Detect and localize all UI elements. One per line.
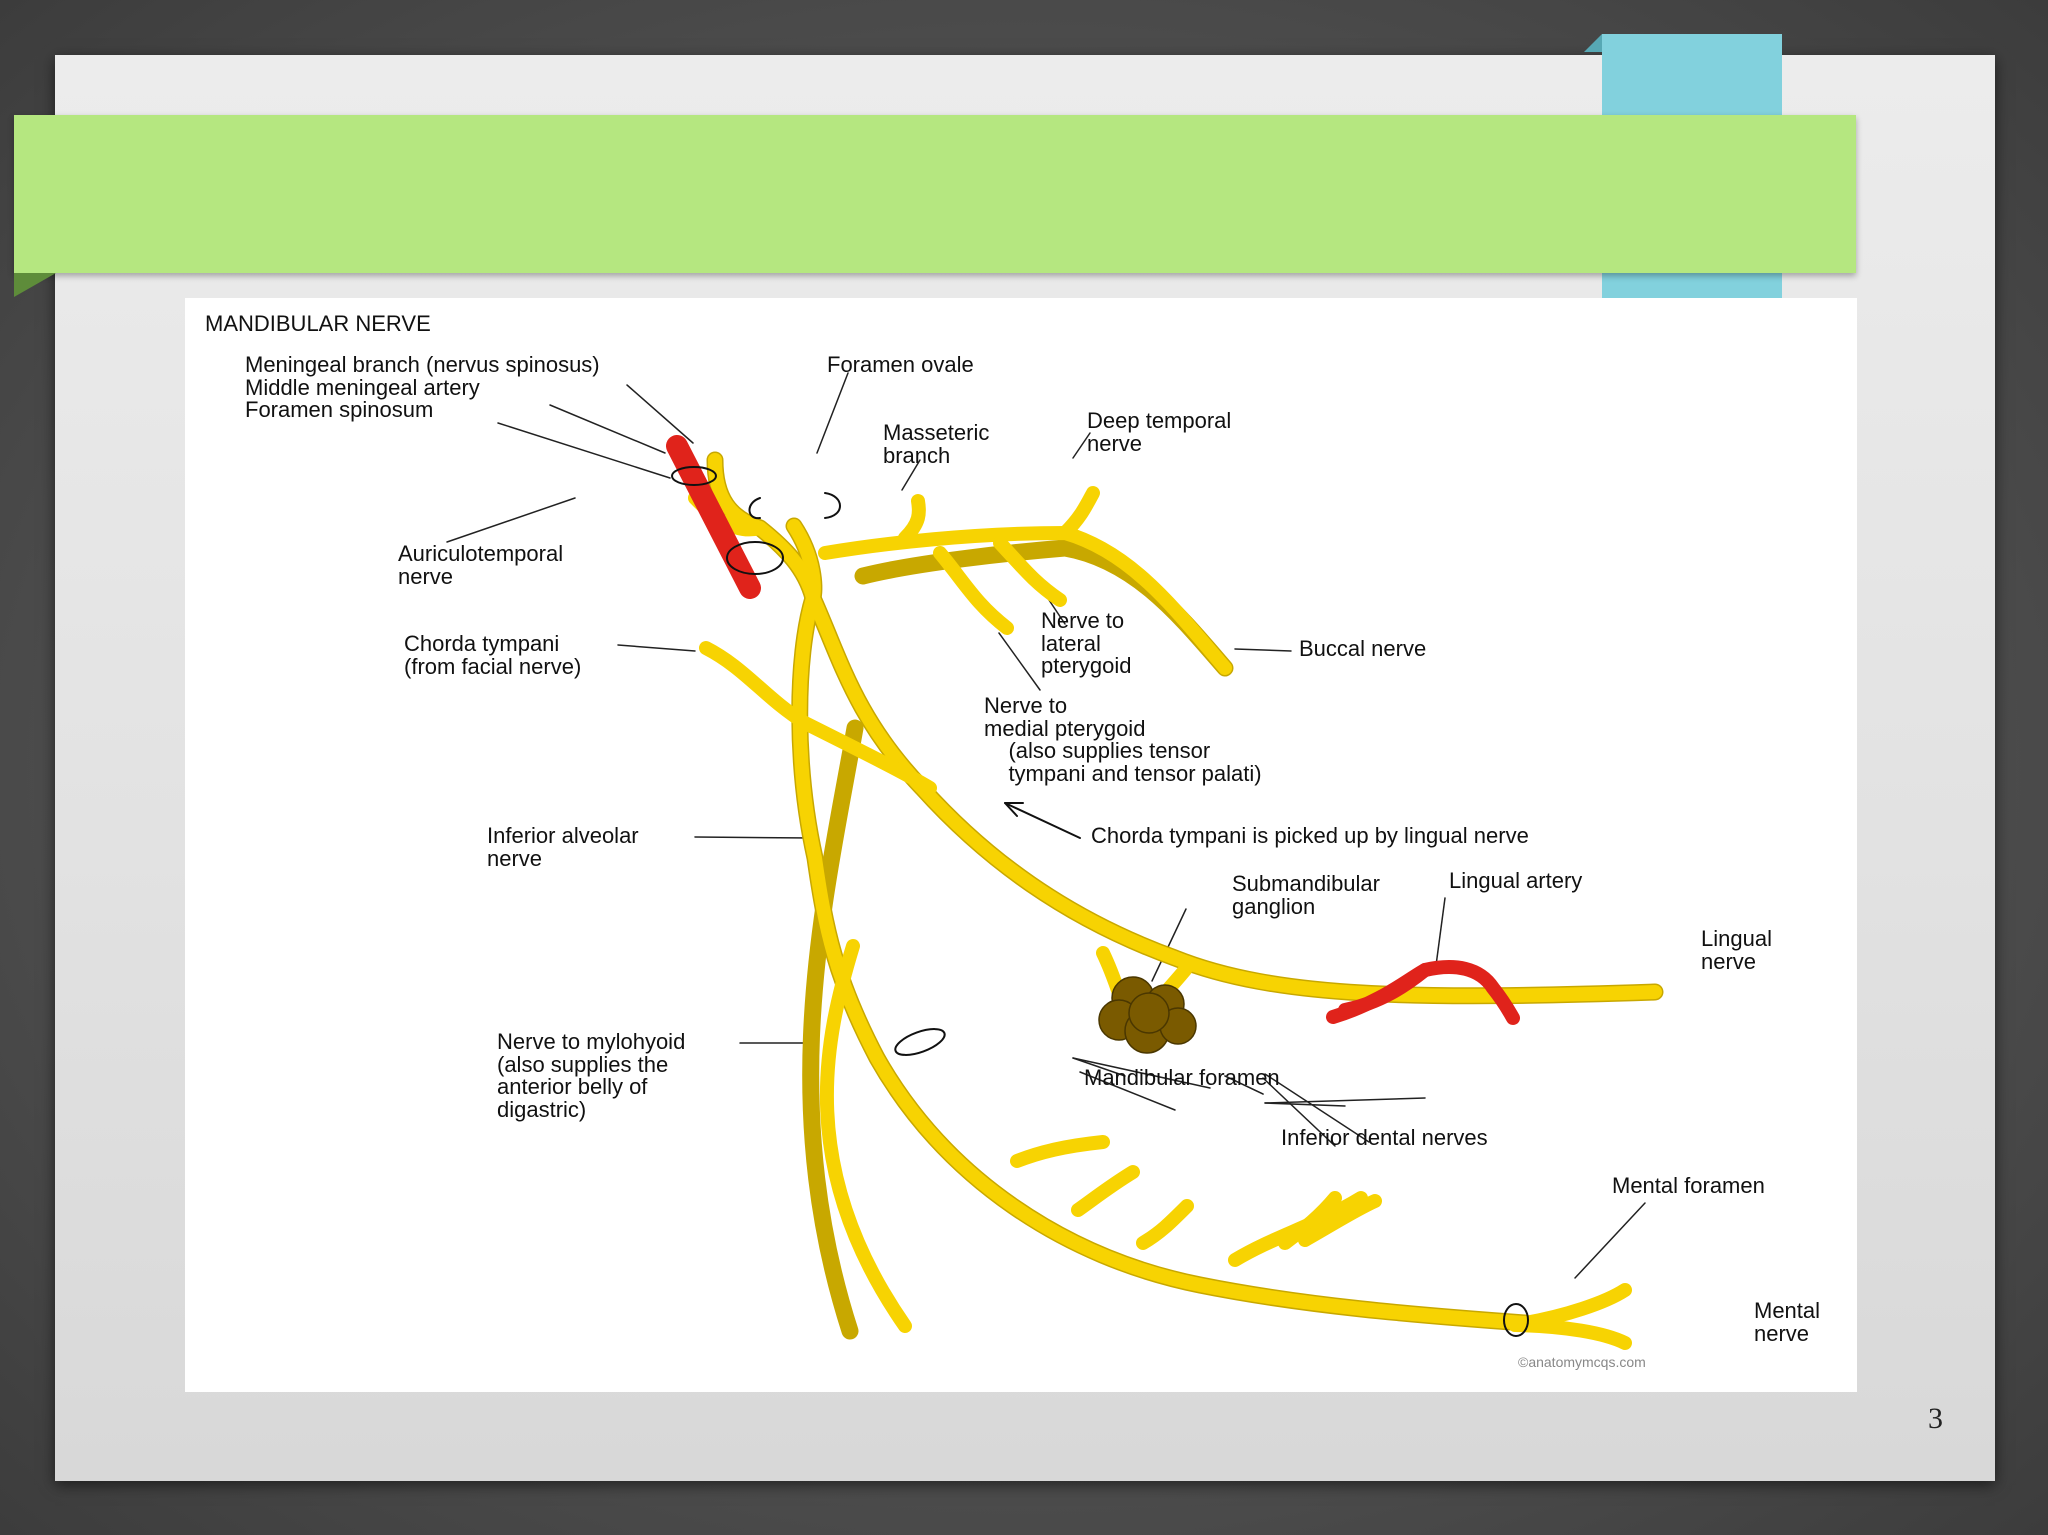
label-mandibular-foramen: Mandibular foramen (1084, 1065, 1280, 1090)
middle-meningeal-artery (666, 435, 761, 599)
label-nerve-to-lateral-pterygoid: Nerve to lateral pterygoid (1041, 608, 1132, 678)
label-meningeal-branch: Meningeal branch (nervus spinosus) (245, 352, 600, 377)
mandibular-nerve-diagram: MANDIBULAR NERVE Meningeal branch (nervu… (185, 298, 1857, 1392)
auriculotemporal-loop (726, 541, 784, 575)
foramen-spinosum (671, 466, 717, 486)
slide-title-band (14, 115, 1856, 273)
image-credit: ©anatomymcqs.com (1518, 1354, 1646, 1370)
label-lingual-artery: Lingual artery (1449, 868, 1583, 893)
label-foramen-spinosum: Foramen spinosum (245, 397, 434, 422)
mental-foramen (1503, 1303, 1529, 1337)
label-buccal-nerve: Buccal nerve (1299, 636, 1427, 661)
page-number: 3 (1928, 1402, 1943, 1435)
label-foramen-ovale: Foramen ovale (827, 352, 974, 377)
label-chorda-picked-up: Chorda tympani is picked up by lingual n… (1091, 823, 1529, 848)
label-middle-meningeal-artery: Middle meningeal artery (245, 375, 480, 400)
label-inferior-alveolar-nerve: Inferior alveolar nerve (487, 823, 639, 871)
label-inferior-dental-nerves: Inferior dental nerves (1281, 1125, 1488, 1150)
label-deep-temporal-nerve: Deep temporal nerve (1087, 408, 1232, 456)
accent-fold (1584, 34, 1602, 52)
submandibular-ganglion (1098, 976, 1197, 1054)
foramen-ovale-left (748, 497, 761, 520)
label-nerve-to-medial-pterygoid: Nerve to medial pterygoid (also supplies… (984, 693, 1262, 786)
label-auriculotemporal-nerve: Auriculotemporal nerve (398, 541, 564, 589)
figure-title: MANDIBULAR NERVE (205, 311, 431, 336)
label-submandibular-ganglion: Submandibular ganglion (1232, 871, 1380, 919)
nerve-drawing (446, 372, 1664, 1350)
label-nerve-to-mylohyoid: Nerve to mylohyoid (also supplies the an… (497, 1029, 686, 1122)
label-masseteric-branch: Masseteric branch (883, 420, 990, 468)
leader-lines (446, 372, 1646, 1279)
nerve-branches (688, 453, 1662, 1350)
mandibular-foramen (894, 1028, 946, 1056)
title-band-fold (14, 273, 56, 297)
label-mental-foramen: Mental foramen (1612, 1173, 1765, 1198)
label-lingual-nerve: Lingual nerve (1701, 926, 1772, 974)
foramen-ovale-right (824, 492, 841, 519)
label-mental-nerve: Mental nerve (1754, 1298, 1821, 1346)
label-chorda-tympani: Chorda tympani (from facial nerve) (404, 631, 582, 679)
